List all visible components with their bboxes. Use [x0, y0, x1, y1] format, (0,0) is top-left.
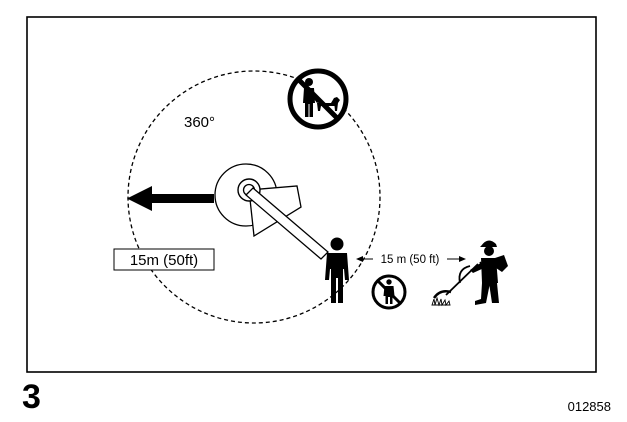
angle-label: 360° — [184, 114, 215, 131]
no-people-and-pets-icon — [287, 68, 349, 130]
figure-number: 3 — [22, 378, 41, 416]
radius-label-box: 15m (50ft) — [113, 248, 215, 271]
distance-label: 15 m (50 ft) — [381, 254, 440, 266]
distance-dimension: 15 m (50 ft) — [356, 254, 466, 266]
cutting-head-icon — [214, 163, 329, 260]
figure-code: 012858 — [567, 399, 611, 414]
no-person-icon — [371, 274, 407, 310]
trimmer-operator-icon — [431, 240, 508, 307]
diagram-frame — [26, 16, 597, 373]
person-icon — [325, 237, 349, 303]
radius-label: 15m (50ft) — [130, 252, 198, 269]
left-arrow-icon — [127, 186, 214, 211]
hazard-zone-circle — [127, 70, 381, 324]
